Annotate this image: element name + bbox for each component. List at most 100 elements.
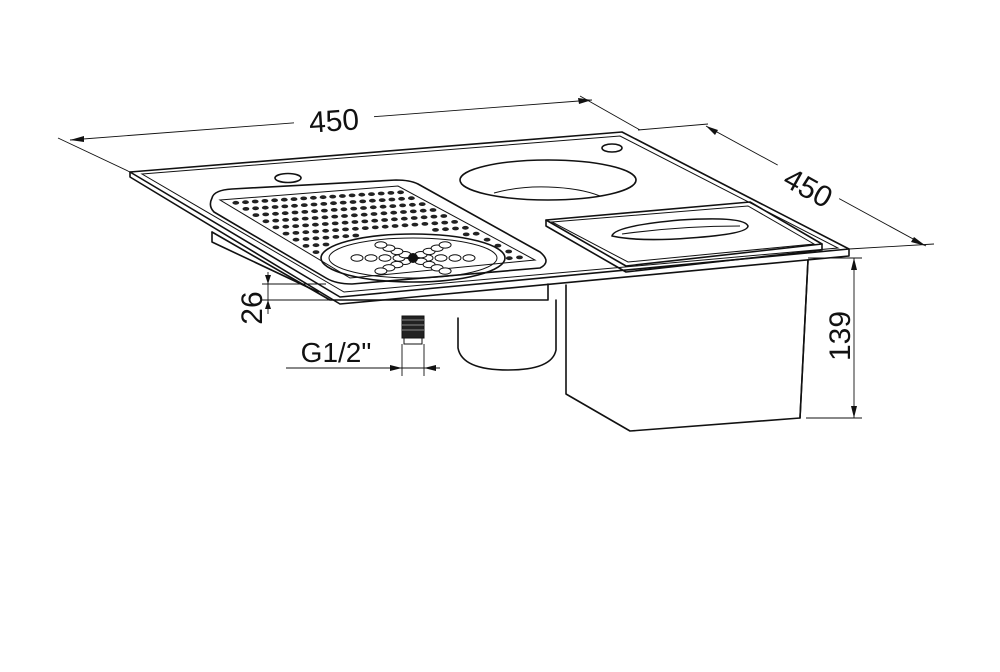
perforation-hole bbox=[312, 250, 320, 255]
perforation-hole bbox=[418, 202, 426, 207]
perforation-hole bbox=[408, 196, 415, 201]
perforation-hole bbox=[381, 224, 389, 229]
perforation-hole bbox=[410, 216, 418, 220]
perforation-hole bbox=[292, 217, 299, 222]
drain-fitting bbox=[401, 315, 425, 345]
perforation-hole bbox=[369, 198, 376, 203]
perforation-hole bbox=[291, 203, 298, 208]
dimension-height: 139 bbox=[806, 257, 862, 419]
glass-rinser bbox=[320, 233, 506, 283]
perforation-hole bbox=[301, 216, 309, 221]
rinser-nozzle bbox=[448, 254, 462, 262]
perforation-hole bbox=[494, 243, 502, 248]
perforation-hole bbox=[330, 208, 338, 212]
rinser-nozzle bbox=[364, 254, 378, 262]
perforation-hole bbox=[272, 211, 279, 216]
perforation-hole bbox=[232, 200, 240, 205]
perforation-hole bbox=[282, 218, 289, 222]
perforation-hole bbox=[292, 237, 300, 242]
perforation-hole bbox=[302, 230, 310, 235]
perforation-hole bbox=[369, 205, 377, 210]
perforation-hole bbox=[421, 222, 429, 226]
perforation-hole bbox=[387, 191, 395, 195]
perforation-hole bbox=[420, 215, 428, 220]
perforation-hole bbox=[339, 200, 347, 205]
perforation-hole bbox=[391, 217, 398, 222]
perforation-hole bbox=[341, 214, 348, 218]
perforation-hole bbox=[292, 224, 300, 229]
perforation-hole bbox=[379, 204, 387, 209]
perforation-hole bbox=[332, 228, 339, 233]
perforation-hole bbox=[321, 208, 328, 213]
perforation-hole bbox=[300, 203, 308, 208]
dimension-connection-label: G1/2" bbox=[301, 337, 372, 368]
waste-bin-box bbox=[565, 259, 809, 432]
perforation-hole bbox=[321, 222, 329, 226]
perforation-hole bbox=[271, 205, 279, 209]
perforation-hole bbox=[361, 226, 369, 231]
round-bowl-cup bbox=[457, 299, 557, 371]
perforation-hole bbox=[400, 210, 407, 214]
perforation-hole bbox=[310, 195, 317, 200]
perforation-hole bbox=[371, 218, 379, 223]
perforation-hole bbox=[342, 227, 349, 232]
perforation-hole bbox=[359, 199, 367, 204]
perforation-hole bbox=[409, 202, 416, 207]
perforation-hole bbox=[419, 208, 427, 213]
perforation-hole bbox=[432, 228, 439, 232]
perforation-hole bbox=[312, 243, 320, 248]
perforation-hole bbox=[330, 201, 337, 206]
perforation-hole bbox=[331, 214, 339, 219]
perforation-hole bbox=[302, 244, 310, 248]
perforation-hole bbox=[341, 220, 349, 225]
perforation-hole bbox=[261, 199, 269, 203]
perforation-hole bbox=[310, 202, 318, 207]
rinser-nozzle bbox=[350, 254, 364, 262]
rinser-nozzle bbox=[462, 254, 476, 262]
perforation-hole bbox=[358, 192, 366, 197]
tap-hole-right bbox=[601, 143, 623, 153]
perforation-hole bbox=[368, 192, 375, 197]
perforation-hole bbox=[516, 255, 523, 260]
perforation-hole bbox=[429, 208, 437, 212]
perforation-hole bbox=[321, 215, 329, 220]
perforation-hole bbox=[352, 233, 360, 238]
perforation-hole bbox=[281, 204, 289, 209]
perforation-hole bbox=[272, 225, 280, 230]
perforation-hole bbox=[381, 218, 388, 222]
perforation-hole bbox=[351, 220, 359, 224]
perforation-hole bbox=[360, 206, 367, 210]
perforation-hole bbox=[352, 226, 359, 231]
perforation-hole bbox=[311, 209, 318, 214]
perforation-hole bbox=[378, 198, 386, 203]
perforation-hole bbox=[390, 210, 398, 215]
perforation-hole bbox=[272, 218, 280, 223]
perforation-hole bbox=[302, 237, 310, 241]
rinser-nozzle bbox=[434, 254, 448, 262]
perforation-hole bbox=[351, 213, 358, 218]
perforation-hole bbox=[483, 237, 491, 242]
perforation-hole bbox=[262, 219, 270, 224]
dimension-rim: 26 bbox=[236, 272, 330, 325]
drip-tray-perforations bbox=[232, 190, 523, 261]
perforation-hole bbox=[377, 191, 385, 196]
perforation-hole bbox=[401, 223, 409, 228]
perforation-hole bbox=[349, 200, 357, 204]
perforation-hole bbox=[302, 223, 309, 228]
round-bowl bbox=[459, 159, 637, 201]
perforation-hole bbox=[332, 235, 340, 239]
perforation-hole bbox=[262, 212, 270, 217]
dimension-depth: 450 bbox=[637, 123, 935, 250]
perforation-hole bbox=[322, 242, 330, 247]
perforation-hole bbox=[312, 222, 319, 227]
perforation-hole bbox=[322, 235, 330, 240]
perforation-hole bbox=[451, 220, 458, 224]
perforation-hole bbox=[462, 232, 470, 237]
perforation-hole bbox=[440, 214, 448, 218]
perforation-hole bbox=[472, 231, 480, 236]
dimension-rim-label: 26 bbox=[236, 291, 269, 324]
perforation-hole bbox=[371, 225, 379, 230]
perforation-hole bbox=[430, 214, 438, 219]
perforation-hole bbox=[370, 212, 378, 216]
perforation-hole bbox=[397, 190, 404, 195]
